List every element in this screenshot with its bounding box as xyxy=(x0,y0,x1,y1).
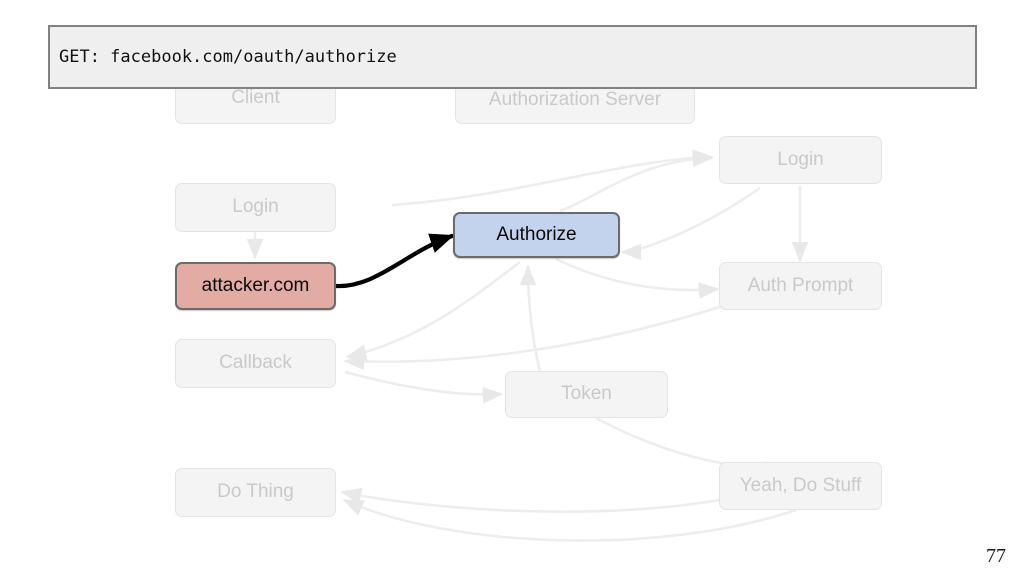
node-yeah-do-stuff[interactable]: Yeah, Do Stuff xyxy=(719,462,882,510)
node-label: Token xyxy=(561,383,612,405)
node-label: attacker.com xyxy=(201,274,310,296)
node-authorize[interactable]: Authorize xyxy=(453,212,620,258)
node-label: Client xyxy=(231,86,280,108)
node-as-login[interactable]: Login xyxy=(719,136,882,184)
node-label: Login xyxy=(777,148,824,170)
active-edge-attacker-to-authorize xyxy=(333,233,455,289)
node-attacker-com[interactable]: attacker.com xyxy=(175,262,336,310)
node-client-login[interactable]: Login xyxy=(175,183,336,232)
node-label: Yeah, Do Stuff xyxy=(739,474,862,496)
node-label: Authorize xyxy=(496,223,577,245)
node-label: Auth Prompt xyxy=(747,274,854,296)
node-callback[interactable]: Callback xyxy=(175,339,336,388)
node-label: Authorization Server xyxy=(488,88,662,110)
node-token[interactable]: Token xyxy=(505,371,668,418)
node-do-thing[interactable]: Do Thing xyxy=(175,468,336,517)
node-label: Login xyxy=(232,196,279,218)
node-label: Callback xyxy=(219,352,292,374)
page-number: 77 xyxy=(986,545,1006,567)
request-banner: GET: facebook.com/oauth/authorize xyxy=(48,25,977,89)
faded-connector-group xyxy=(246,149,809,542)
node-label: Do Thing xyxy=(217,481,294,503)
node-auth-prompt[interactable]: Auth Prompt xyxy=(719,262,882,310)
request-banner-text: GET: facebook.com/oauth/authorize xyxy=(59,47,397,67)
